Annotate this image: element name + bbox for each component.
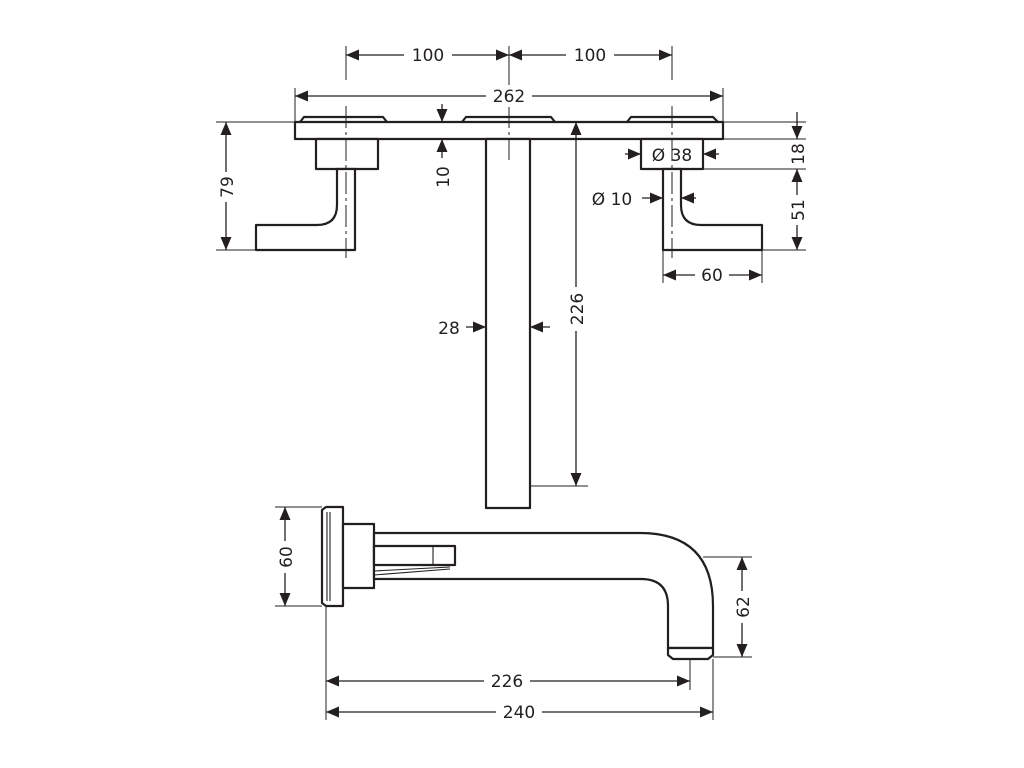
dim-spout-body-length: 226	[565, 122, 588, 486]
dim-lever-height: 51	[786, 169, 809, 250]
label-handle-spacing-left: 100	[412, 46, 444, 66]
dim-lever-diameter: Ø 10	[592, 190, 696, 210]
side-view	[320, 505, 715, 661]
lever-shadow	[373, 566, 451, 572]
label-spout-outlet-height: 62	[734, 596, 754, 618]
lever-shadow	[373, 568, 451, 576]
label-lever-diameter: Ø 10	[592, 190, 632, 210]
label-spout-width: 28	[438, 319, 460, 339]
side-spout	[372, 531, 715, 650]
spout-body	[484, 137, 532, 510]
dim-spout-projection: 226	[326, 670, 690, 692]
label-overall-projection: 240	[503, 703, 535, 723]
label-plate-thickness: 10	[434, 166, 454, 188]
label-plate-width: 262	[493, 87, 525, 107]
label-rosette-diameter: Ø 38	[652, 146, 692, 166]
side-lever	[372, 544, 457, 567]
label-handle-spacing-right: 100	[574, 46, 606, 66]
dim-plate-thickness: 10	[434, 104, 454, 188]
dim-rosette-diameter: Ø 38	[625, 146, 719, 166]
dim-handle-height: 79	[215, 122, 238, 250]
top-view	[254, 106, 764, 510]
dim-side-height: 60	[274, 507, 297, 606]
label-side-height: 60	[277, 546, 297, 568]
label-rosette-depth: 18	[789, 143, 809, 165]
dim-lever-length: 60	[663, 264, 762, 286]
dim-rosette-depth: 18	[789, 112, 809, 165]
dim-handle-spacing-right: 100	[509, 44, 672, 66]
wall-flange	[320, 505, 345, 608]
label-handle-height: 79	[218, 176, 238, 198]
side-rosette	[341, 522, 376, 590]
label-lever-length: 60	[701, 266, 723, 286]
extension-lines	[216, 46, 806, 720]
label-spout-body-length: 226	[568, 293, 588, 325]
label-spout-projection: 226	[491, 672, 523, 692]
plate-recess-left	[298, 115, 389, 124]
dim-spout-outlet-height: 62	[731, 557, 754, 657]
dim-spout-width: 28	[438, 319, 550, 339]
aerator	[666, 646, 715, 661]
dimensions: 100 100 262 10	[215, 44, 809, 723]
dim-overall-projection: 240	[326, 701, 713, 723]
dim-plate-width: 262	[295, 85, 723, 107]
lever-right	[661, 167, 764, 252]
label-lever-height: 51	[789, 199, 809, 221]
lever-left	[254, 167, 357, 252]
rosette-left	[314, 137, 380, 171]
dim-handle-spacing-left: 100	[346, 44, 509, 66]
